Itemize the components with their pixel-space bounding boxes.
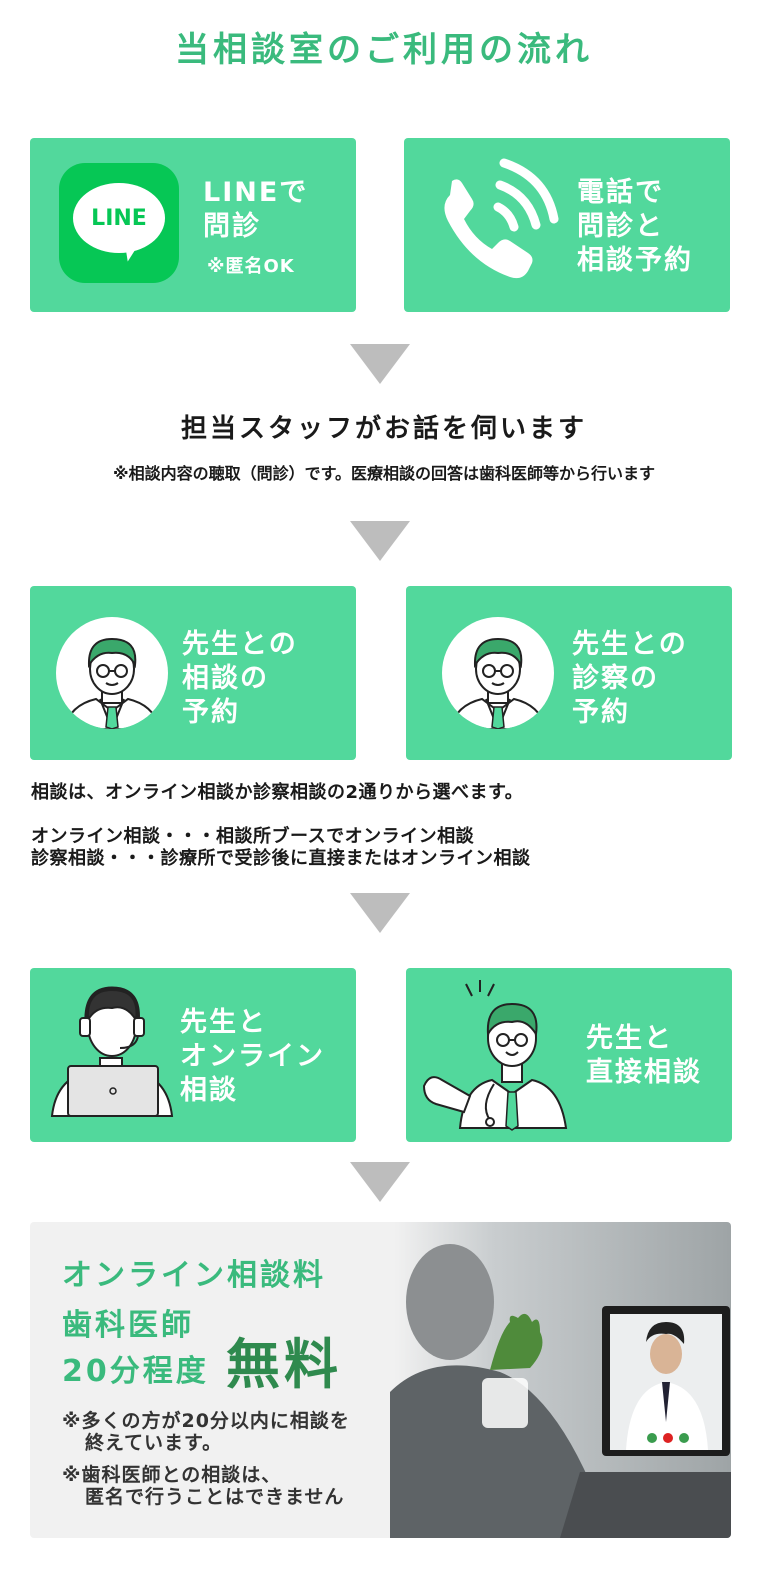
online-card-label-3: 相談 bbox=[180, 1075, 238, 1106]
page-title: 当相談室のご利用の流れ bbox=[175, 30, 593, 70]
down-arrow-icon bbox=[350, 344, 410, 384]
fee-duration: 20分程度 bbox=[62, 1354, 209, 1389]
down-arrow-icon bbox=[350, 521, 410, 561]
down-arrow-icon bbox=[350, 1162, 410, 1202]
anonymous-ok-note: ※匿名OK bbox=[207, 256, 295, 277]
direct-consult-card[interactable] bbox=[406, 968, 732, 1142]
consult-card-label-2: 相談 bbox=[182, 663, 240, 694]
fee-note-2b: 匿名で行うことはできません bbox=[85, 1486, 345, 1508]
fee-note-1b: 終えています。 bbox=[85, 1432, 223, 1454]
line-logo-icon: LINE bbox=[59, 163, 179, 283]
doctor-icon bbox=[442, 617, 554, 729]
down-arrow-icon bbox=[350, 893, 410, 933]
online-card-label-1: 先生と bbox=[180, 1007, 267, 1038]
consult-card-label-2b: の bbox=[240, 663, 269, 694]
exam-card-label-3: 予約 bbox=[572, 697, 630, 728]
exam-card-label-2: 診察 bbox=[572, 663, 630, 694]
exam-card-label-2b: の bbox=[630, 663, 659, 694]
direct-card-label-1: 先生と bbox=[586, 1023, 673, 1054]
exam-card-label-1: 先生との bbox=[572, 629, 688, 660]
fee-note-2a: ※歯科医師との相談は、 bbox=[62, 1464, 282, 1486]
consult-options-text: 相談は、オンライン相談か診察相談の2通りから選べます。 bbox=[31, 782, 524, 803]
fee-banner: オンライン相談料 歯科医師 20分程度 無料 ※多くの方が20分以内に相談を 終… bbox=[30, 1222, 731, 1538]
phone-card-label-3: 相談予約 bbox=[577, 245, 693, 276]
phone-icon bbox=[444, 158, 559, 279]
staff-note: ※相談内容の聴取（問診）です。医療相談の回答は歯科医師等から行います bbox=[113, 464, 655, 483]
line-logo-text: LINE bbox=[73, 183, 165, 253]
fee-dentist: 歯科医師 bbox=[62, 1308, 194, 1343]
online-consult-desc: オンライン相談・・・相談所ブースでオンライン相談 bbox=[31, 826, 475, 847]
exam-consult-desc: 診察相談・・・診療所で受診後に直接またはオンライン相談 bbox=[31, 848, 531, 869]
doctor-icon bbox=[56, 617, 168, 729]
online-card-label-2: オンライン bbox=[180, 1041, 325, 1072]
staff-heading: 担当スタッフがお話を伺います bbox=[180, 414, 587, 444]
direct-card-label-2: 直接相談 bbox=[586, 1057, 702, 1088]
operator-laptop-icon bbox=[50, 986, 174, 1117]
fee-title: オンライン相談料 bbox=[62, 1258, 326, 1293]
consult-card-label-1: 先生との bbox=[182, 629, 298, 660]
line-card-label-1: LINEで bbox=[203, 177, 309, 208]
line-card-label-2: 問診 bbox=[203, 211, 261, 242]
phone-card-label-2: 問診と bbox=[577, 211, 664, 242]
phone-card-label-1: 電話で bbox=[577, 177, 664, 208]
fee-note-1a: ※多くの方が20分以内に相談を bbox=[62, 1410, 350, 1432]
fee-free-label: 無料 bbox=[226, 1333, 342, 1396]
consult-card-label-3: 予約 bbox=[182, 697, 240, 728]
online-consultation-photo bbox=[390, 1244, 731, 1538]
doctor-presenting-icon bbox=[422, 980, 568, 1131]
